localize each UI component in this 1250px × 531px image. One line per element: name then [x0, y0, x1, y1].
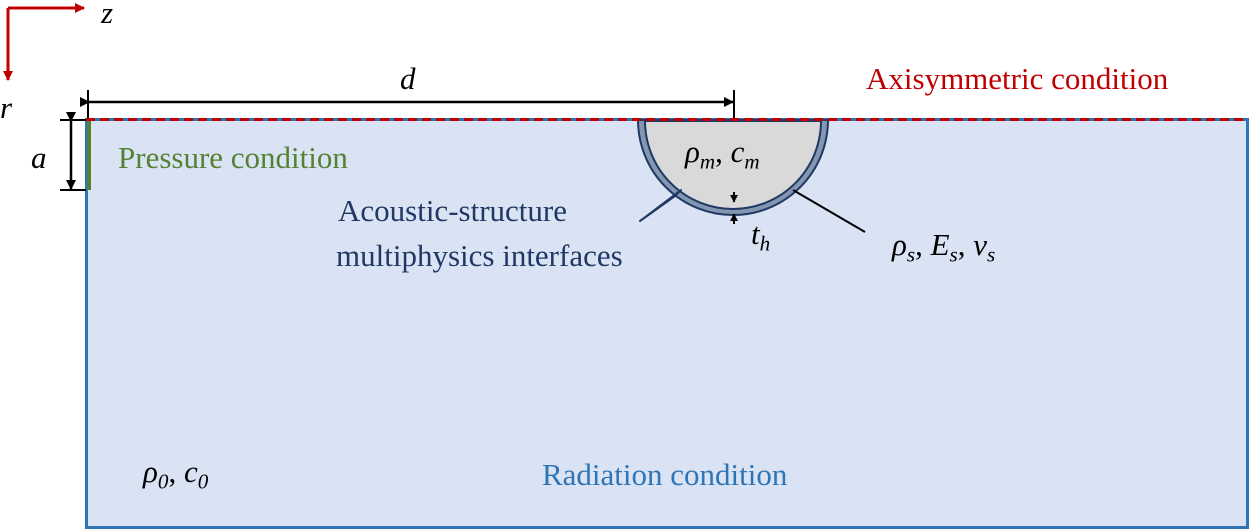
z-axis-label: z	[101, 0, 114, 30]
inner-rho-subscript: m	[699, 149, 716, 174]
fluid-rho-subscript: 0	[157, 469, 169, 494]
shell-separator-1: ,	[915, 227, 931, 262]
fluid-c-subscript: 0	[197, 469, 209, 494]
shell-nu-subscript: s	[987, 242, 996, 267]
fluid-separator: ,	[168, 454, 184, 489]
fluid-c-symbol: c	[183, 454, 198, 489]
inner-rho-symbol: ρ	[685, 134, 700, 169]
shell-leader-line	[792, 189, 866, 233]
shell-rho-symbol: ρ	[892, 227, 907, 262]
thickness-symbol: t	[751, 216, 760, 251]
inner-c-subscript: m	[744, 149, 760, 174]
r-axis-label: r	[0, 90, 13, 125]
fluid-rho-symbol: ρ	[143, 454, 158, 489]
thickness-label: th	[751, 216, 770, 254]
inner-sphere	[643, 120, 823, 210]
shell-nu-symbol: ν	[973, 227, 987, 262]
radiation-condition-label: Radiation condition	[542, 457, 788, 492]
axisymmetric-condition-label: Axisymmetric condition	[866, 61, 1169, 96]
shell-material-label: ρs, Es, νs	[892, 227, 995, 265]
pressure-condition-label: Pressure condition	[118, 140, 348, 175]
inner-c-symbol: c	[730, 134, 745, 169]
radius-label: a	[31, 140, 47, 175]
shell-e-subscript: s	[949, 242, 958, 267]
interfaces-label-line2: multiphysics interfaces	[336, 238, 623, 273]
shell-separator-2: ,	[957, 227, 974, 262]
shell-rho-subscript: s	[906, 242, 916, 267]
interface-callout	[639, 189, 682, 222]
interfaces-label-line1: Acoustic-structure	[338, 193, 567, 228]
shell-e-symbol: E	[930, 227, 950, 262]
distance-label: d	[400, 61, 416, 96]
fluid-material-label: ρ0, c0	[143, 454, 208, 492]
inner-separator: ,	[715, 134, 731, 169]
inner-material-label: ρm, cm	[685, 134, 760, 172]
thickness-subscript: h	[759, 231, 771, 256]
